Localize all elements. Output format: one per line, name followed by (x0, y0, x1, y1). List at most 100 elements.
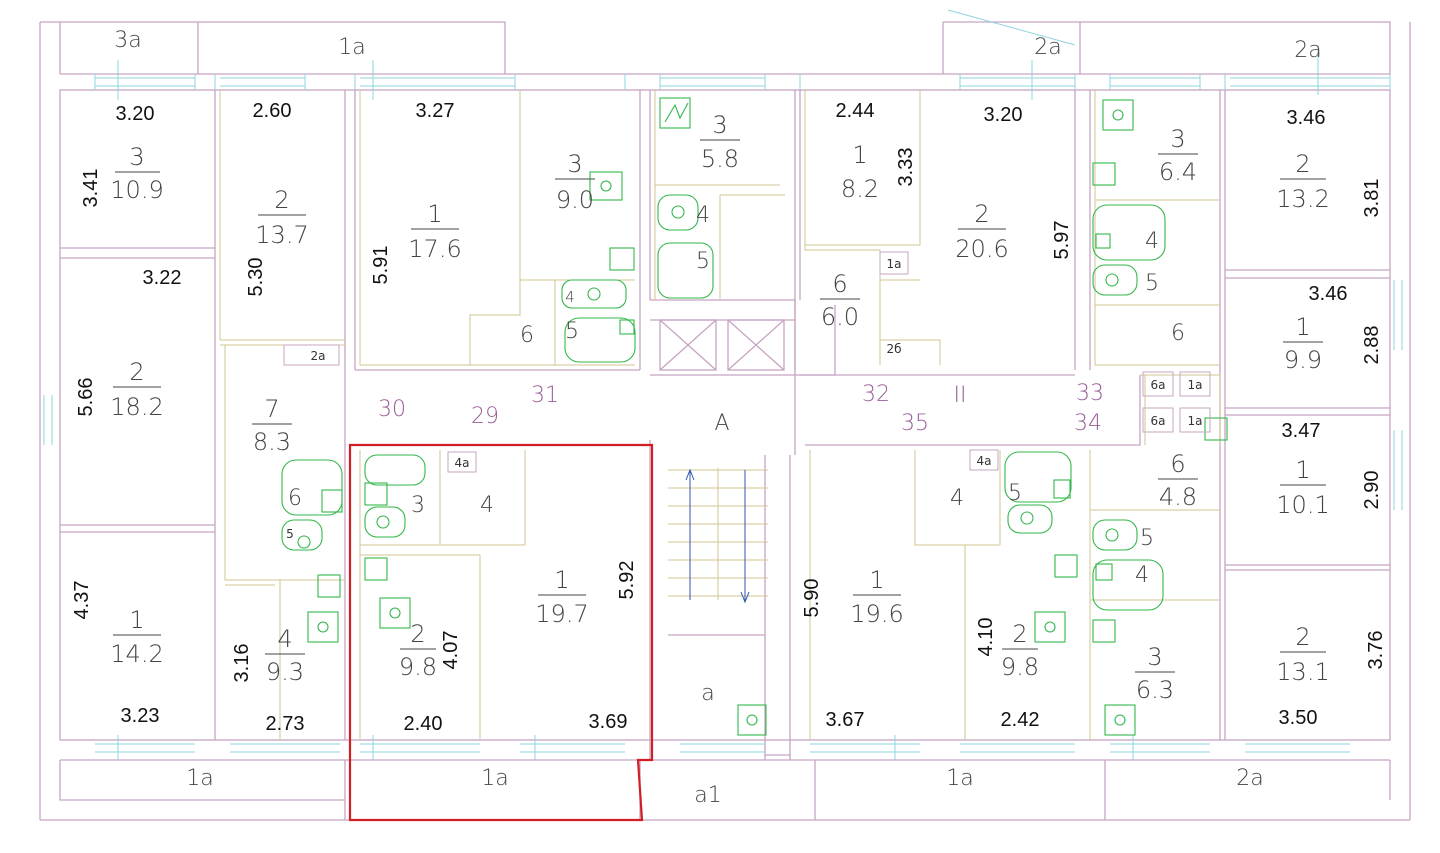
room-label: 114.2 (110, 606, 163, 668)
room-label: 64.8 (1158, 450, 1198, 511)
room-tag: 5 (1008, 481, 1022, 506)
svg-text:4: 4 (277, 625, 292, 653)
small-tag: 1a (1188, 378, 1203, 392)
svg-text:10.1: 10.1 (1276, 491, 1329, 519)
windows (43, 9, 1403, 760)
room-label: 66.0 (820, 270, 860, 331)
dimension: 4.37 (71, 581, 93, 620)
dimension: 4.10 (975, 618, 997, 657)
svg-text:9.0: 9.0 (556, 186, 594, 214)
svg-text:1: 1 (427, 200, 442, 228)
lobby-label: A (714, 411, 729, 436)
fixtures (281, 97, 1228, 736)
svg-text:2: 2 (974, 200, 989, 228)
room-tag: 4 (696, 203, 710, 228)
svg-text:5.8: 5.8 (701, 145, 739, 173)
svg-text:13.1: 13.1 (1276, 658, 1329, 686)
balcony-label: 1a (186, 766, 213, 791)
svg-text:14.2: 14.2 (110, 640, 163, 668)
svg-text:4.8: 4.8 (1159, 483, 1197, 511)
dimension: 2.73 (266, 713, 305, 735)
svg-text:1: 1 (1295, 313, 1310, 341)
highlighted-apartment (348, 443, 654, 822)
dimension: 3.50 (1279, 707, 1318, 729)
dimension: 5.90 (801, 579, 823, 618)
small-tag: 6a (1151, 414, 1166, 428)
small-tags: 2a 1a 2б 6a 1a 6a 1a 4a 4a 5 (283, 251, 1211, 541)
dimension: 2.90 (1361, 471, 1383, 510)
svg-text:6: 6 (832, 270, 847, 298)
corridor-number: 33 (1076, 381, 1104, 406)
svg-text:6.0: 6.0 (821, 303, 859, 331)
dimension: 3.16 (231, 644, 253, 683)
small-tag: 6a (1151, 378, 1166, 392)
corridor-numbers: 30 29 31 32 35 II 33 34 (378, 381, 1104, 436)
room-label: 220.6 (955, 200, 1008, 263)
small-tag: 5 (286, 527, 294, 541)
balcony-label: 1a (946, 766, 973, 791)
svg-text:3: 3 (129, 143, 144, 171)
small-tag: 2б (886, 342, 901, 356)
corridor-number: 29 (471, 404, 499, 429)
svg-text:2: 2 (129, 358, 144, 386)
dimension: 5.30 (245, 258, 267, 297)
dimension: 3.76 (1365, 631, 1387, 670)
balcony-label: 1a (338, 35, 365, 60)
small-tag: 1a (887, 257, 902, 271)
dimension: 4.07 (440, 631, 462, 670)
svg-text:13.7: 13.7 (255, 221, 308, 249)
room-label: 310.9 (110, 143, 163, 204)
dimension: 3.20 (116, 103, 155, 125)
room-label: 213.2 (1276, 150, 1329, 213)
corridor-number: 32 (862, 382, 890, 407)
room-tag: 4 (950, 486, 964, 511)
room-tag: 4 (565, 288, 575, 306)
balcony-label: 3a (114, 28, 141, 53)
room-tag: 5 (1145, 271, 1159, 296)
dimension: 2.42 (1001, 709, 1040, 731)
svg-text:9.9: 9.9 (1284, 346, 1322, 374)
svg-text:19.7: 19.7 (535, 600, 588, 628)
dimension: 2.40 (404, 713, 443, 735)
dimension: 2.44 (836, 100, 875, 122)
svg-text:9.8: 9.8 (399, 653, 437, 681)
room-tag: 6 (288, 486, 302, 511)
room-label: 35.8 (700, 111, 740, 173)
svg-text:1: 1 (852, 141, 867, 169)
room-label: 18.2 (841, 141, 879, 203)
dimension: 3.23 (121, 705, 160, 727)
dimension: 3.22 (143, 267, 182, 289)
svg-text:6.3: 6.3 (1136, 676, 1174, 704)
dimension: 3.20 (984, 104, 1023, 126)
dimension: 3.67 (826, 709, 865, 731)
balcony-label: 1a (481, 766, 508, 791)
svg-text:2: 2 (274, 186, 289, 214)
dimension: 2.88 (1361, 326, 1383, 365)
room-label: 29.8 (399, 620, 437, 681)
small-tag: 4a (455, 456, 470, 470)
room-tag: 4 (480, 493, 494, 518)
room-label: 49.3 (265, 625, 305, 686)
balcony-label: 2a (1236, 766, 1263, 791)
room-tag: a (701, 681, 714, 706)
dimension: 3.41 (80, 169, 102, 208)
svg-text:3: 3 (1147, 643, 1162, 671)
room-label: 78.3 (252, 395, 292, 456)
inner-walls (219, 90, 1221, 740)
svg-text:17.6: 17.6 (408, 235, 461, 263)
balcony-label: a1 (694, 783, 721, 808)
dimension: 3.81 (1361, 179, 1383, 218)
svg-text:9.8: 9.8 (1001, 653, 1039, 681)
svg-text:2: 2 (1012, 620, 1027, 648)
walls (39, 21, 1411, 821)
corridor-number: II (954, 383, 967, 408)
dimension: 3.46 (1309, 283, 1348, 305)
svg-text:2: 2 (1295, 150, 1310, 178)
room-tag: 6 (1171, 321, 1185, 346)
svg-text:2: 2 (410, 620, 425, 648)
dimension: 5.91 (370, 246, 392, 285)
room-tag: 5 (1140, 526, 1154, 551)
stair-arrows (685, 468, 750, 604)
dimension: 3.33 (895, 148, 917, 187)
